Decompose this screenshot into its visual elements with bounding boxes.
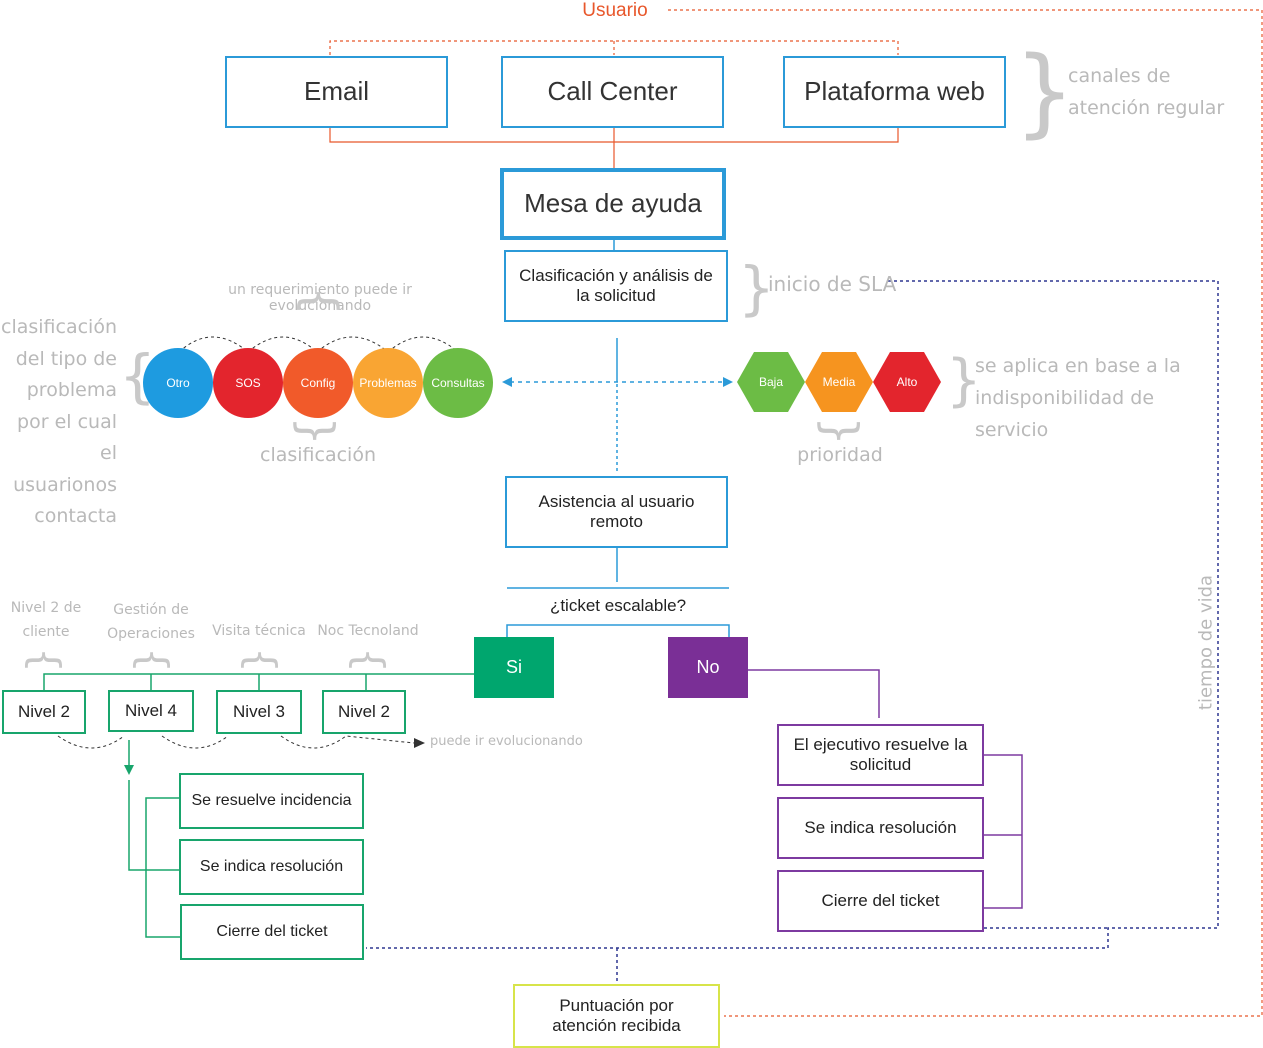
category-otro: Otro (143, 348, 213, 418)
category-problemas: Problemas (353, 348, 423, 418)
evolving-note: un requerimiento puede ir evolucionando (228, 282, 412, 314)
category-consultas: Consultas (423, 348, 493, 418)
channel-call-center: Call Center (501, 56, 724, 128)
yes-step-indicate: Se indica resolución (179, 839, 364, 895)
level-note-3: Visita técnica (212, 623, 306, 639)
lifetime-label: tiempo de vida (1195, 574, 1217, 711)
channels-note: canales de atención regular (1068, 65, 1225, 119)
level-brace-3-icon: } (235, 647, 282, 673)
level-box-1: Nivel 2 (2, 690, 86, 734)
yes-box: Si (474, 637, 554, 698)
sla-note: inicio de SLA (768, 272, 897, 296)
level-note-2: Gestión de Operaciones (107, 602, 195, 642)
channel-web-platform: Plataforma web (783, 56, 1006, 128)
no-step-close: Cierre del ticket (777, 870, 984, 932)
channel-email: Email (225, 56, 448, 128)
priority-caption: prioridad (797, 444, 883, 466)
levels-evolving-note: puede ir evolucionando (430, 734, 583, 749)
priority-note: se aplica en base a la indisponibilidad … (975, 355, 1181, 441)
escalable-question: ¿ticket escalable? (549, 596, 687, 615)
problem-type-note: clasificación del tipo de problema por e… (1, 316, 117, 527)
priority-brace-icon: } (946, 348, 982, 413)
yes-step-close: Cierre del ticket (180, 904, 364, 960)
prioridad-brace-icon: } (813, 416, 868, 446)
evolving-brace-icon: } (289, 286, 344, 316)
classification-caption: clasificación (260, 444, 376, 466)
user-label: Usuario (582, 0, 648, 21)
no-step-indicate: Se indica resolución (777, 797, 984, 859)
category-sos: SOS (213, 348, 283, 418)
level-note-4: Noc Tecnoland (317, 623, 419, 639)
classification-brace-icon: } (289, 416, 344, 446)
level-brace-2-icon: } (127, 647, 174, 673)
yes-step-resolve: Se resuelve incidencia (179, 773, 364, 829)
no-box: No (668, 637, 748, 698)
level-brace-1-icon: } (19, 647, 66, 673)
remote-assist-box: Asistencia al usuario remoto (505, 476, 728, 548)
level-brace-4-icon: } (343, 647, 390, 673)
level-box-4: Nivel 2 (322, 690, 406, 734)
level-box-3: Nivel 3 (216, 690, 302, 734)
classification-box: Clasificación y análisis de la solicitud (504, 250, 728, 322)
help-desk-box: Mesa de ayuda (500, 168, 726, 240)
channels-brace-icon: } (1014, 36, 1076, 148)
level-note-1: Nivel 2 de cliente (10, 600, 82, 640)
category-config: Config (283, 348, 353, 418)
rating-box: Puntuación por atención recibida (513, 984, 720, 1048)
level-box-2: Nivel 4 (108, 690, 194, 732)
no-step-executive: El ejecutivo resuelve la solicitud (777, 724, 984, 786)
sla-brace-icon: } (738, 254, 775, 322)
